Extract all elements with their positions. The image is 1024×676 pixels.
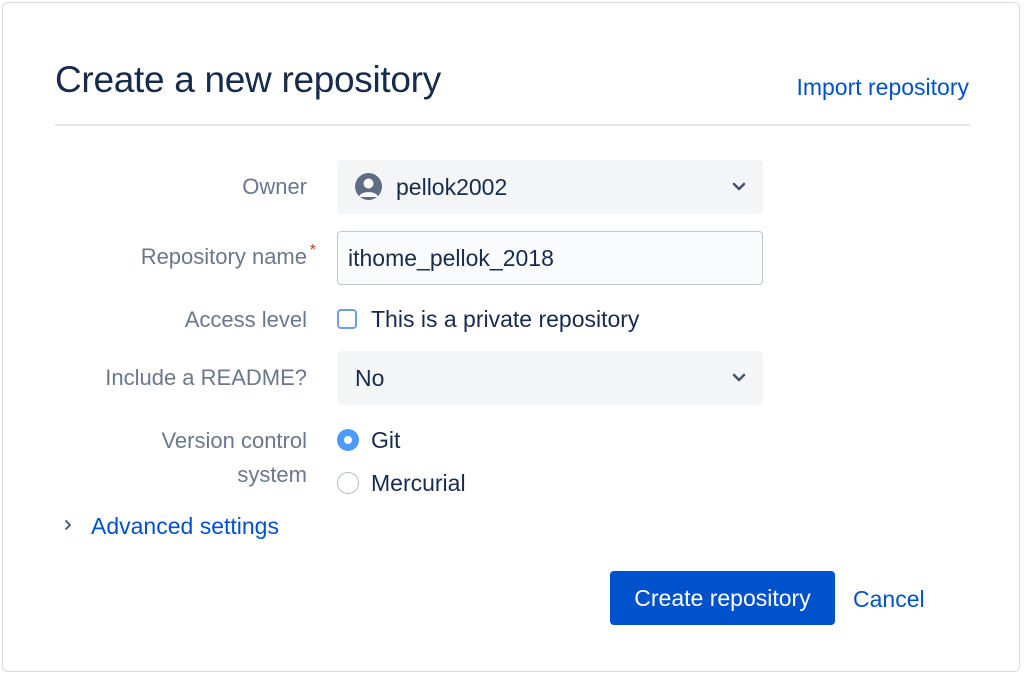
access-level-label: Access level	[184, 307, 307, 332]
owner-label: Owner	[242, 174, 307, 199]
header-divider	[55, 124, 971, 126]
vcs-label-line2: system	[237, 462, 307, 487]
dialog-title: Create a new repository	[55, 59, 441, 100]
readme-select[interactable]: No	[337, 351, 763, 405]
vcs-radio-git[interactable]	[337, 429, 359, 451]
readme-label: Include a README?	[105, 365, 307, 390]
repository-name-label-text: Repository name	[140, 244, 307, 269]
chevron-right-icon	[63, 518, 73, 530]
vcs-label-line1: Version control	[161, 428, 307, 453]
cancel-link[interactable]: Cancel	[853, 586, 925, 612]
owner-value: pellok2002	[396, 174, 508, 200]
vcs-option-git-label[interactable]: Git	[371, 427, 401, 453]
chevron-down-icon	[731, 180, 747, 194]
vcs-option-mercurial-label[interactable]: Mercurial	[371, 470, 466, 496]
import-repository-link[interactable]: Import repository	[796, 74, 969, 100]
advanced-settings-label: Advanced settings	[91, 513, 279, 539]
vcs-radio-mercurial[interactable]	[337, 472, 359, 494]
create-repository-button[interactable]: Create repository	[610, 571, 835, 625]
repository-name-input[interactable]	[337, 231, 763, 285]
repository-name-label: Repository name *	[140, 240, 316, 274]
user-avatar-icon	[355, 173, 382, 200]
owner-select[interactable]: pellok2002	[337, 160, 763, 214]
private-repository-checkbox[interactable]	[337, 309, 357, 329]
chevron-down-icon	[731, 371, 747, 385]
required-marker: *	[309, 242, 316, 259]
readme-value: No	[355, 365, 385, 391]
private-repository-label[interactable]: This is a private repository	[371, 306, 640, 332]
